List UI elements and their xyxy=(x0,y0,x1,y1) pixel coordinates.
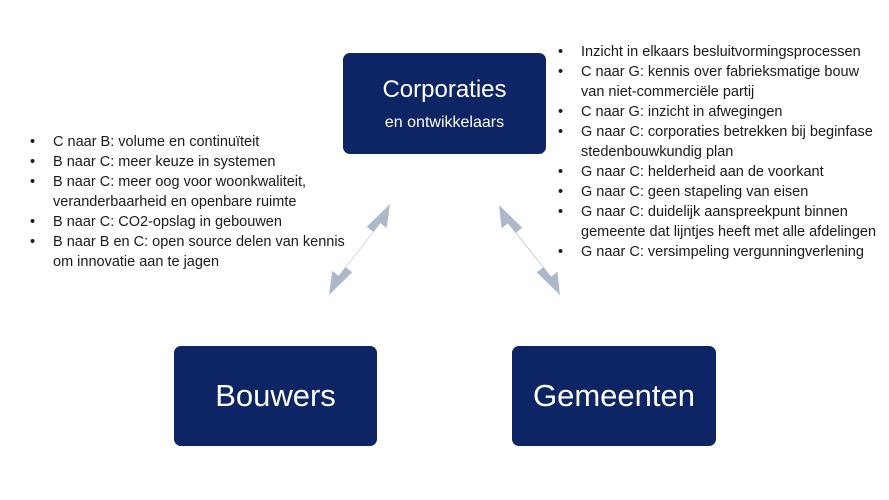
list-item: B naar C: meer keuze in systemen xyxy=(27,152,347,172)
list-item: G naar C: versimpeling vergunningverleni… xyxy=(555,242,885,262)
list-item: G naar C: geen stapeling van eisen xyxy=(555,182,885,202)
double-arrow-right xyxy=(499,205,560,295)
list-item: G naar C: corporaties betrekken bij begi… xyxy=(555,122,885,162)
list-item: C naar G: inzicht in afwegingen xyxy=(555,102,885,122)
bouwers-corporaties-list: C naar B: volume en continuïteit B naar … xyxy=(27,132,347,272)
corporaties-box: Corporaties en ontwikkelaars xyxy=(343,53,546,154)
list-item: C naar G: kennis over fabrieksmatige bou… xyxy=(555,62,885,102)
list-item: C naar B: volume en continuïteit xyxy=(27,132,347,152)
bouwers-box: Bouwers xyxy=(174,346,377,446)
list-item: Inzicht in elkaars besluitvormingsproces… xyxy=(555,42,885,62)
gemeenten-box: Gemeenten xyxy=(512,346,716,446)
double-arrow-left xyxy=(329,204,390,295)
list-item: G naar C: helderheid aan de voorkant xyxy=(555,162,885,182)
corporaties-subtitle: en ontwikkelaars xyxy=(384,113,505,131)
list-item: B naar C: meer oog voor woonkwaliteit, v… xyxy=(27,172,347,212)
corporaties-title: Corporaties xyxy=(382,75,507,103)
list-item: B naar B en C: open source delen van ken… xyxy=(27,232,347,272)
bouwers-title: Bouwers xyxy=(215,378,336,413)
list-item: B naar C: CO2-opslag in gebouwen xyxy=(27,212,347,232)
gemeenten-corporaties-list: Inzicht in elkaars besluitvormingsproces… xyxy=(555,42,885,262)
gemeenten-title: Gemeenten xyxy=(533,378,695,413)
list-item: G naar C: duidelijk aanspreekpunt binnen… xyxy=(555,202,885,242)
